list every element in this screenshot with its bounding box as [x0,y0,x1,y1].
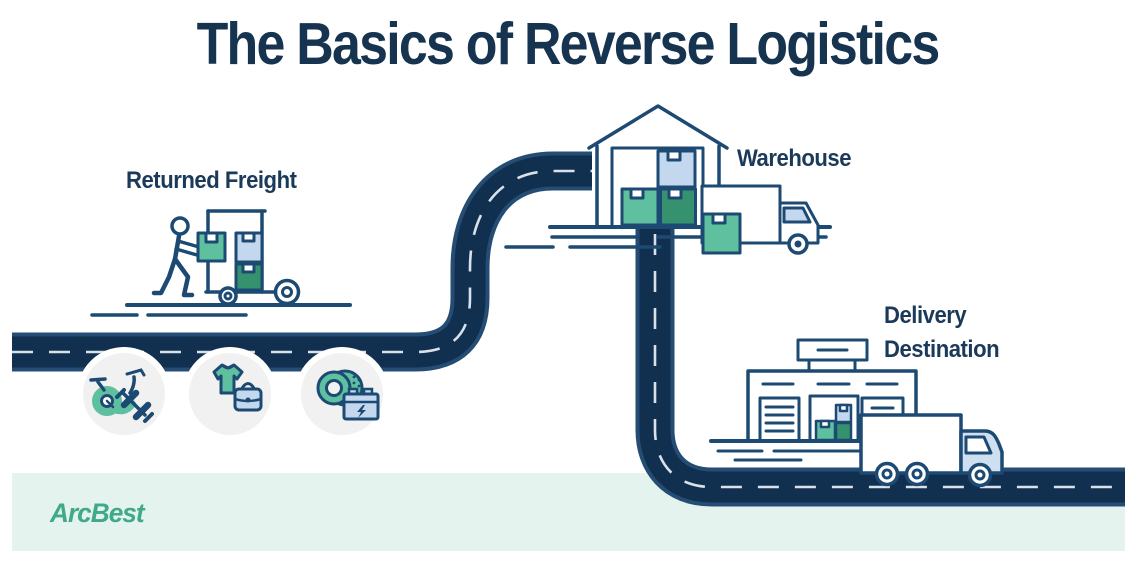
warehouse-illustration [504,104,832,255]
cart-boxes [234,231,264,292]
label-warehouse: Warehouse [737,145,852,172]
label-delivery-line2: Destination [884,336,1000,363]
carried-box [196,231,227,263]
returned-item-circles [77,347,389,441]
delivery-destination-illustration [709,338,1004,488]
road-dashes-left [12,169,596,354]
tire-battery-icon [316,369,380,421]
label-delivery-destination: Delivery Destination [884,299,1000,367]
delivery-truck [859,413,1004,488]
title-bar: The Basics of Reverse Logistics [0,10,1136,78]
label-returned-freight: Returned Freight [126,167,297,194]
page-title: The Basics of Reverse Logistics [197,11,941,77]
exercise-bike-dumbbell-icon [89,368,154,423]
ground-lines-returned [90,303,352,317]
store-boxes [814,403,853,442]
road [12,151,1125,507]
road-body-left [12,155,596,368]
arcbest-logo: ArcBest [50,498,145,528]
warehouse-boxes [620,149,697,227]
label-delivery-line1: Delivery [884,302,967,329]
ground-lines-delivery [709,439,865,462]
worker-figure [151,216,201,298]
tshirt-handbag-icon [212,363,263,412]
warehouse-truck [700,184,820,255]
road-dashes-right [653,234,1125,489]
returned-freight-illustration [90,209,352,317]
